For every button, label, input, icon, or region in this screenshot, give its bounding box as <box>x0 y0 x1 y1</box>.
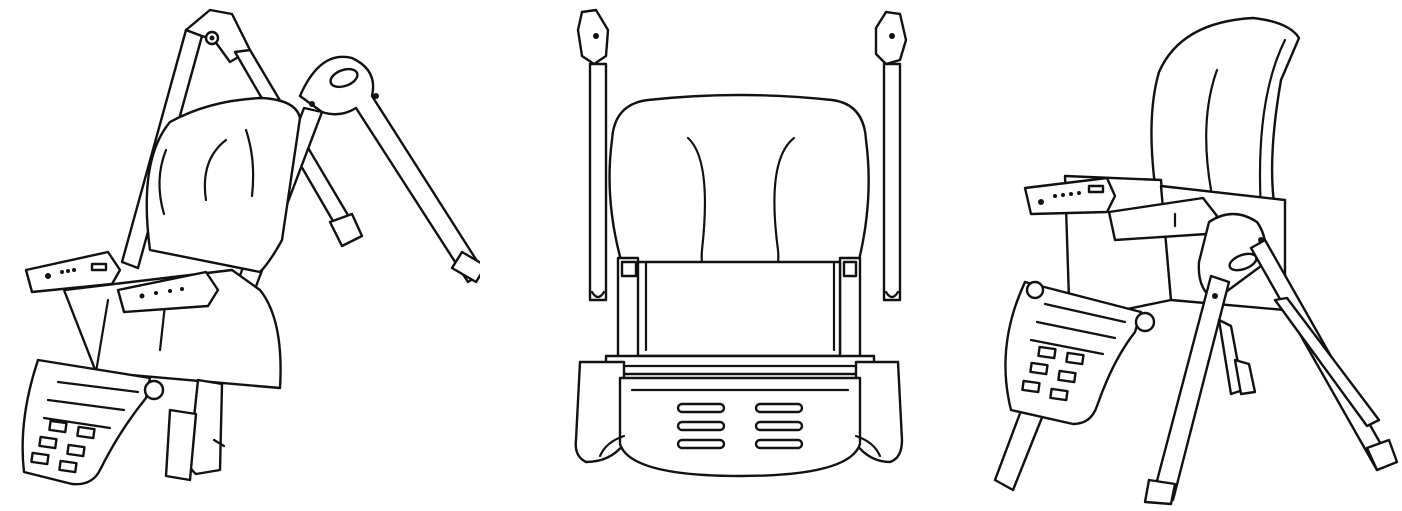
high-chair-folding-icon <box>21 8 480 486</box>
footrest <box>574 360 904 478</box>
high-chair-side-icon <box>993 16 1399 506</box>
high-chair-side-view <box>985 0 1402 511</box>
legs <box>993 238 1399 506</box>
high-chair-front-view <box>540 0 920 511</box>
armrest-right <box>116 270 220 314</box>
high-chair-folding-view <box>0 0 480 511</box>
high-chair-front-icon <box>574 8 908 478</box>
footrest <box>21 358 165 486</box>
frame-handles <box>576 8 908 302</box>
leg-bracket <box>164 378 226 482</box>
seat-sides <box>616 256 862 362</box>
armrest-far <box>1023 176 1117 216</box>
tray-bar <box>604 354 876 376</box>
footrest <box>1004 280 1156 426</box>
armrest-left <box>24 250 122 294</box>
seat-back <box>1150 16 1301 212</box>
seat-back <box>145 96 302 274</box>
seat-back <box>608 93 870 280</box>
